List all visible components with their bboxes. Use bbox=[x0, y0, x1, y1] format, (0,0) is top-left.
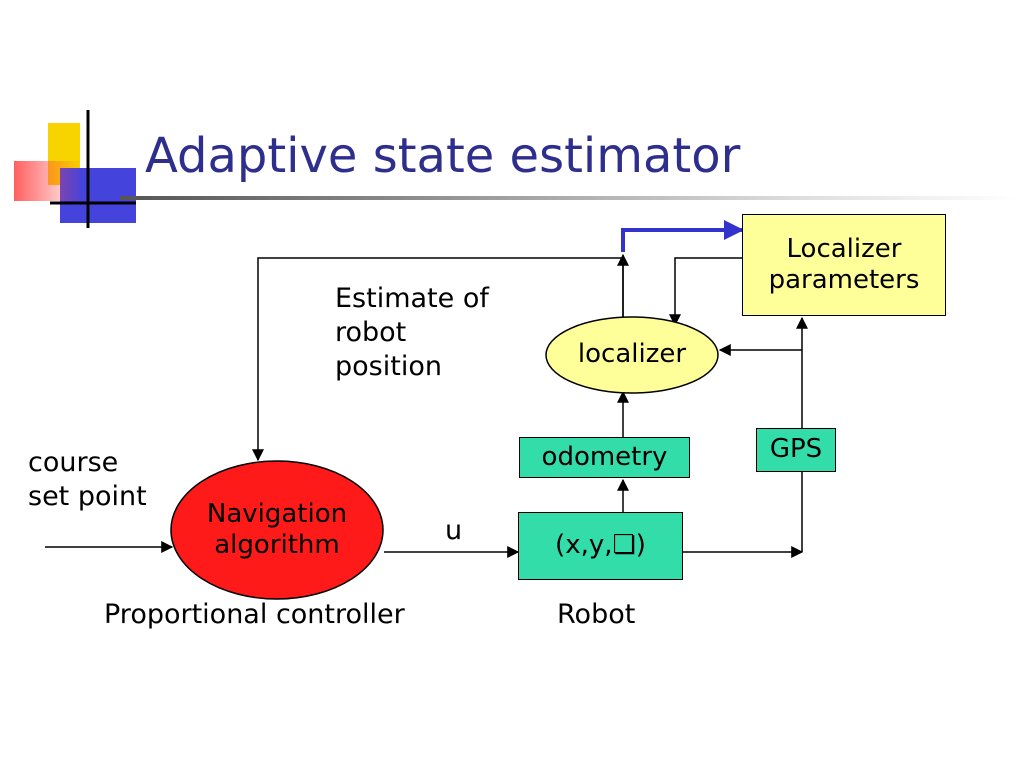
red-fade bbox=[14, 161, 80, 201]
estimate-label: Estimate of robot position bbox=[335, 282, 489, 383]
localizer-ellipse bbox=[545, 316, 719, 394]
localizer-label: localizer bbox=[577, 339, 687, 370]
gps-label: GPS bbox=[769, 434, 823, 465]
localizer-node: localizer bbox=[546, 330, 718, 380]
odometry-label: odometry bbox=[541, 441, 668, 472]
estimate-line3: position bbox=[335, 350, 442, 382]
navigation-line1: Navigation bbox=[206, 498, 348, 529]
slide-title: Adaptive state estimator bbox=[145, 128, 741, 184]
robot-state-box: (x,y,❏) bbox=[518, 512, 683, 580]
navigation-node: Navigation algorithm bbox=[176, 490, 378, 570]
localizer-parameters-line2: parameters bbox=[768, 265, 920, 295]
adaptation-arrow bbox=[621, 220, 744, 252]
gps-box: GPS bbox=[756, 428, 836, 472]
estimate-line1: Estimate of bbox=[335, 283, 489, 314]
params-to-localizer-arrow bbox=[669, 257, 742, 327]
robot-label: Robot bbox=[557, 599, 636, 630]
navigation-ellipse bbox=[170, 460, 384, 600]
estimate-line2: robot bbox=[335, 316, 407, 348]
course-line1: course bbox=[28, 447, 119, 478]
localizer-parameters-line1: Localizer bbox=[786, 233, 902, 264]
course-line2: set point bbox=[28, 480, 147, 512]
navigation-line2: algorithm bbox=[214, 530, 340, 560]
localizer-parameters-box: Localizer parameters bbox=[742, 214, 946, 316]
control-u-label: u bbox=[445, 515, 463, 546]
odometry-box: odometry bbox=[519, 437, 690, 478]
proportional-controller-label: Proportional controller bbox=[104, 599, 405, 630]
title-rule bbox=[120, 196, 1020, 200]
robot-state-label: (x,y,❏) bbox=[555, 530, 646, 561]
course-setpoint-label: course set point bbox=[28, 446, 147, 514]
